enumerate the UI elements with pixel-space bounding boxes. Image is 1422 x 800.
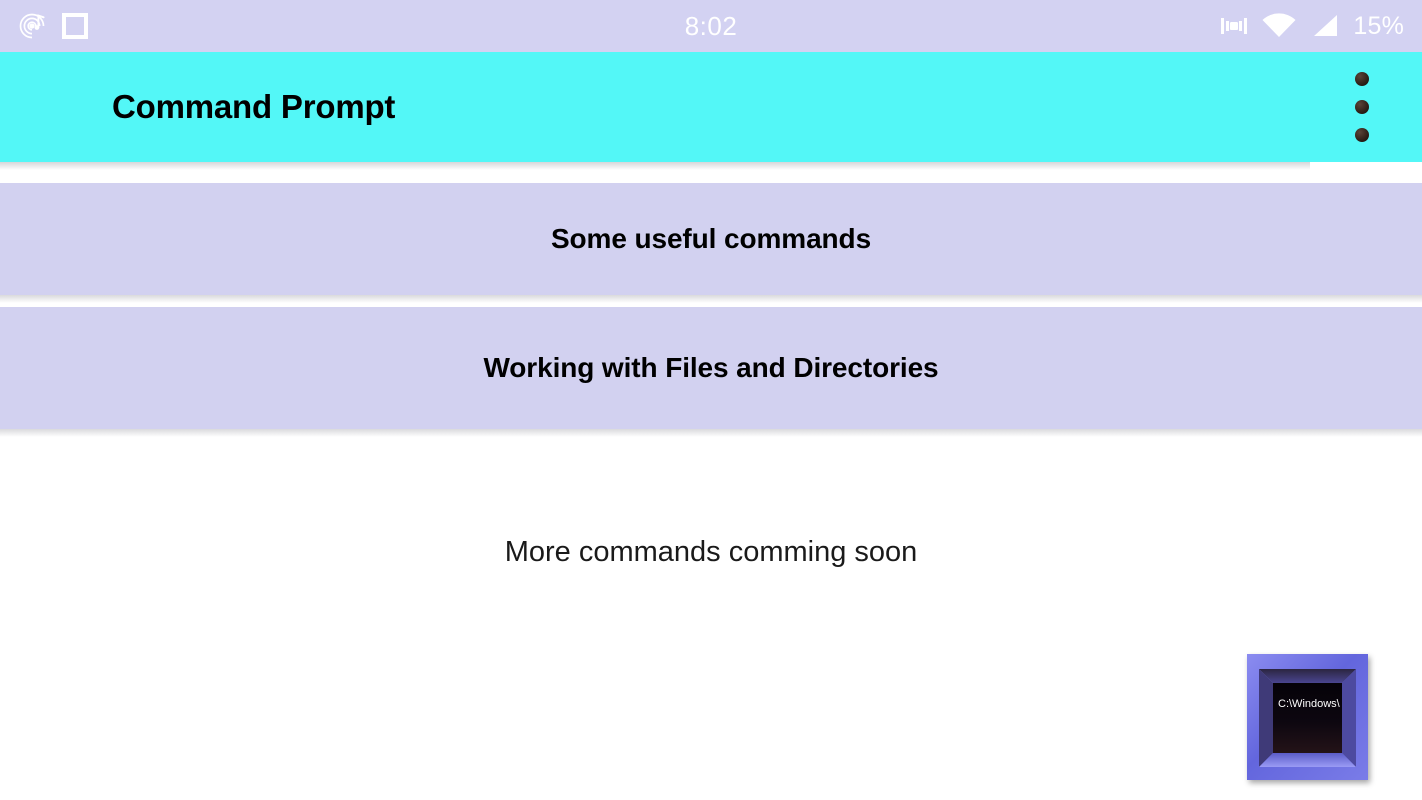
clock: 8:02 xyxy=(684,10,738,41)
status-bar-clock-wrap: 8:02 xyxy=(0,0,1422,52)
more-options-icon[interactable] xyxy=(1344,52,1380,162)
app-bar: Command Prompt xyxy=(0,52,1422,162)
status-bar-right-icons: 15% xyxy=(1219,12,1404,41)
wifi-icon xyxy=(1261,12,1297,40)
command-prompt-icon[interactable]: C:\Windows\ xyxy=(1246,653,1369,781)
music-disc-icon xyxy=(18,11,48,41)
battery-percentage: 15% xyxy=(1353,11,1404,40)
cellular-signal-icon xyxy=(1309,12,1341,40)
app-bar-shadow xyxy=(0,162,1310,170)
button-working-with-files-and-directories[interactable]: Working with Files and Directories xyxy=(0,307,1422,437)
button-some-useful-commands[interactable]: Some useful commands xyxy=(0,183,1422,303)
coming-soon-notice: More commands comming soon xyxy=(504,536,918,568)
vibrate-icon xyxy=(1219,12,1249,40)
dot-2 xyxy=(1355,100,1369,114)
page-title: Command Prompt xyxy=(112,88,396,125)
cmd-screen-text: C:\Windows\ xyxy=(1278,698,1341,710)
status-bar-left-icons xyxy=(18,11,88,41)
status-bar[interactable]: 8:02 15% xyxy=(0,0,1422,52)
screenshot-square-icon xyxy=(62,13,88,39)
dot-3 xyxy=(1355,128,1369,142)
dot-1 xyxy=(1355,72,1369,86)
